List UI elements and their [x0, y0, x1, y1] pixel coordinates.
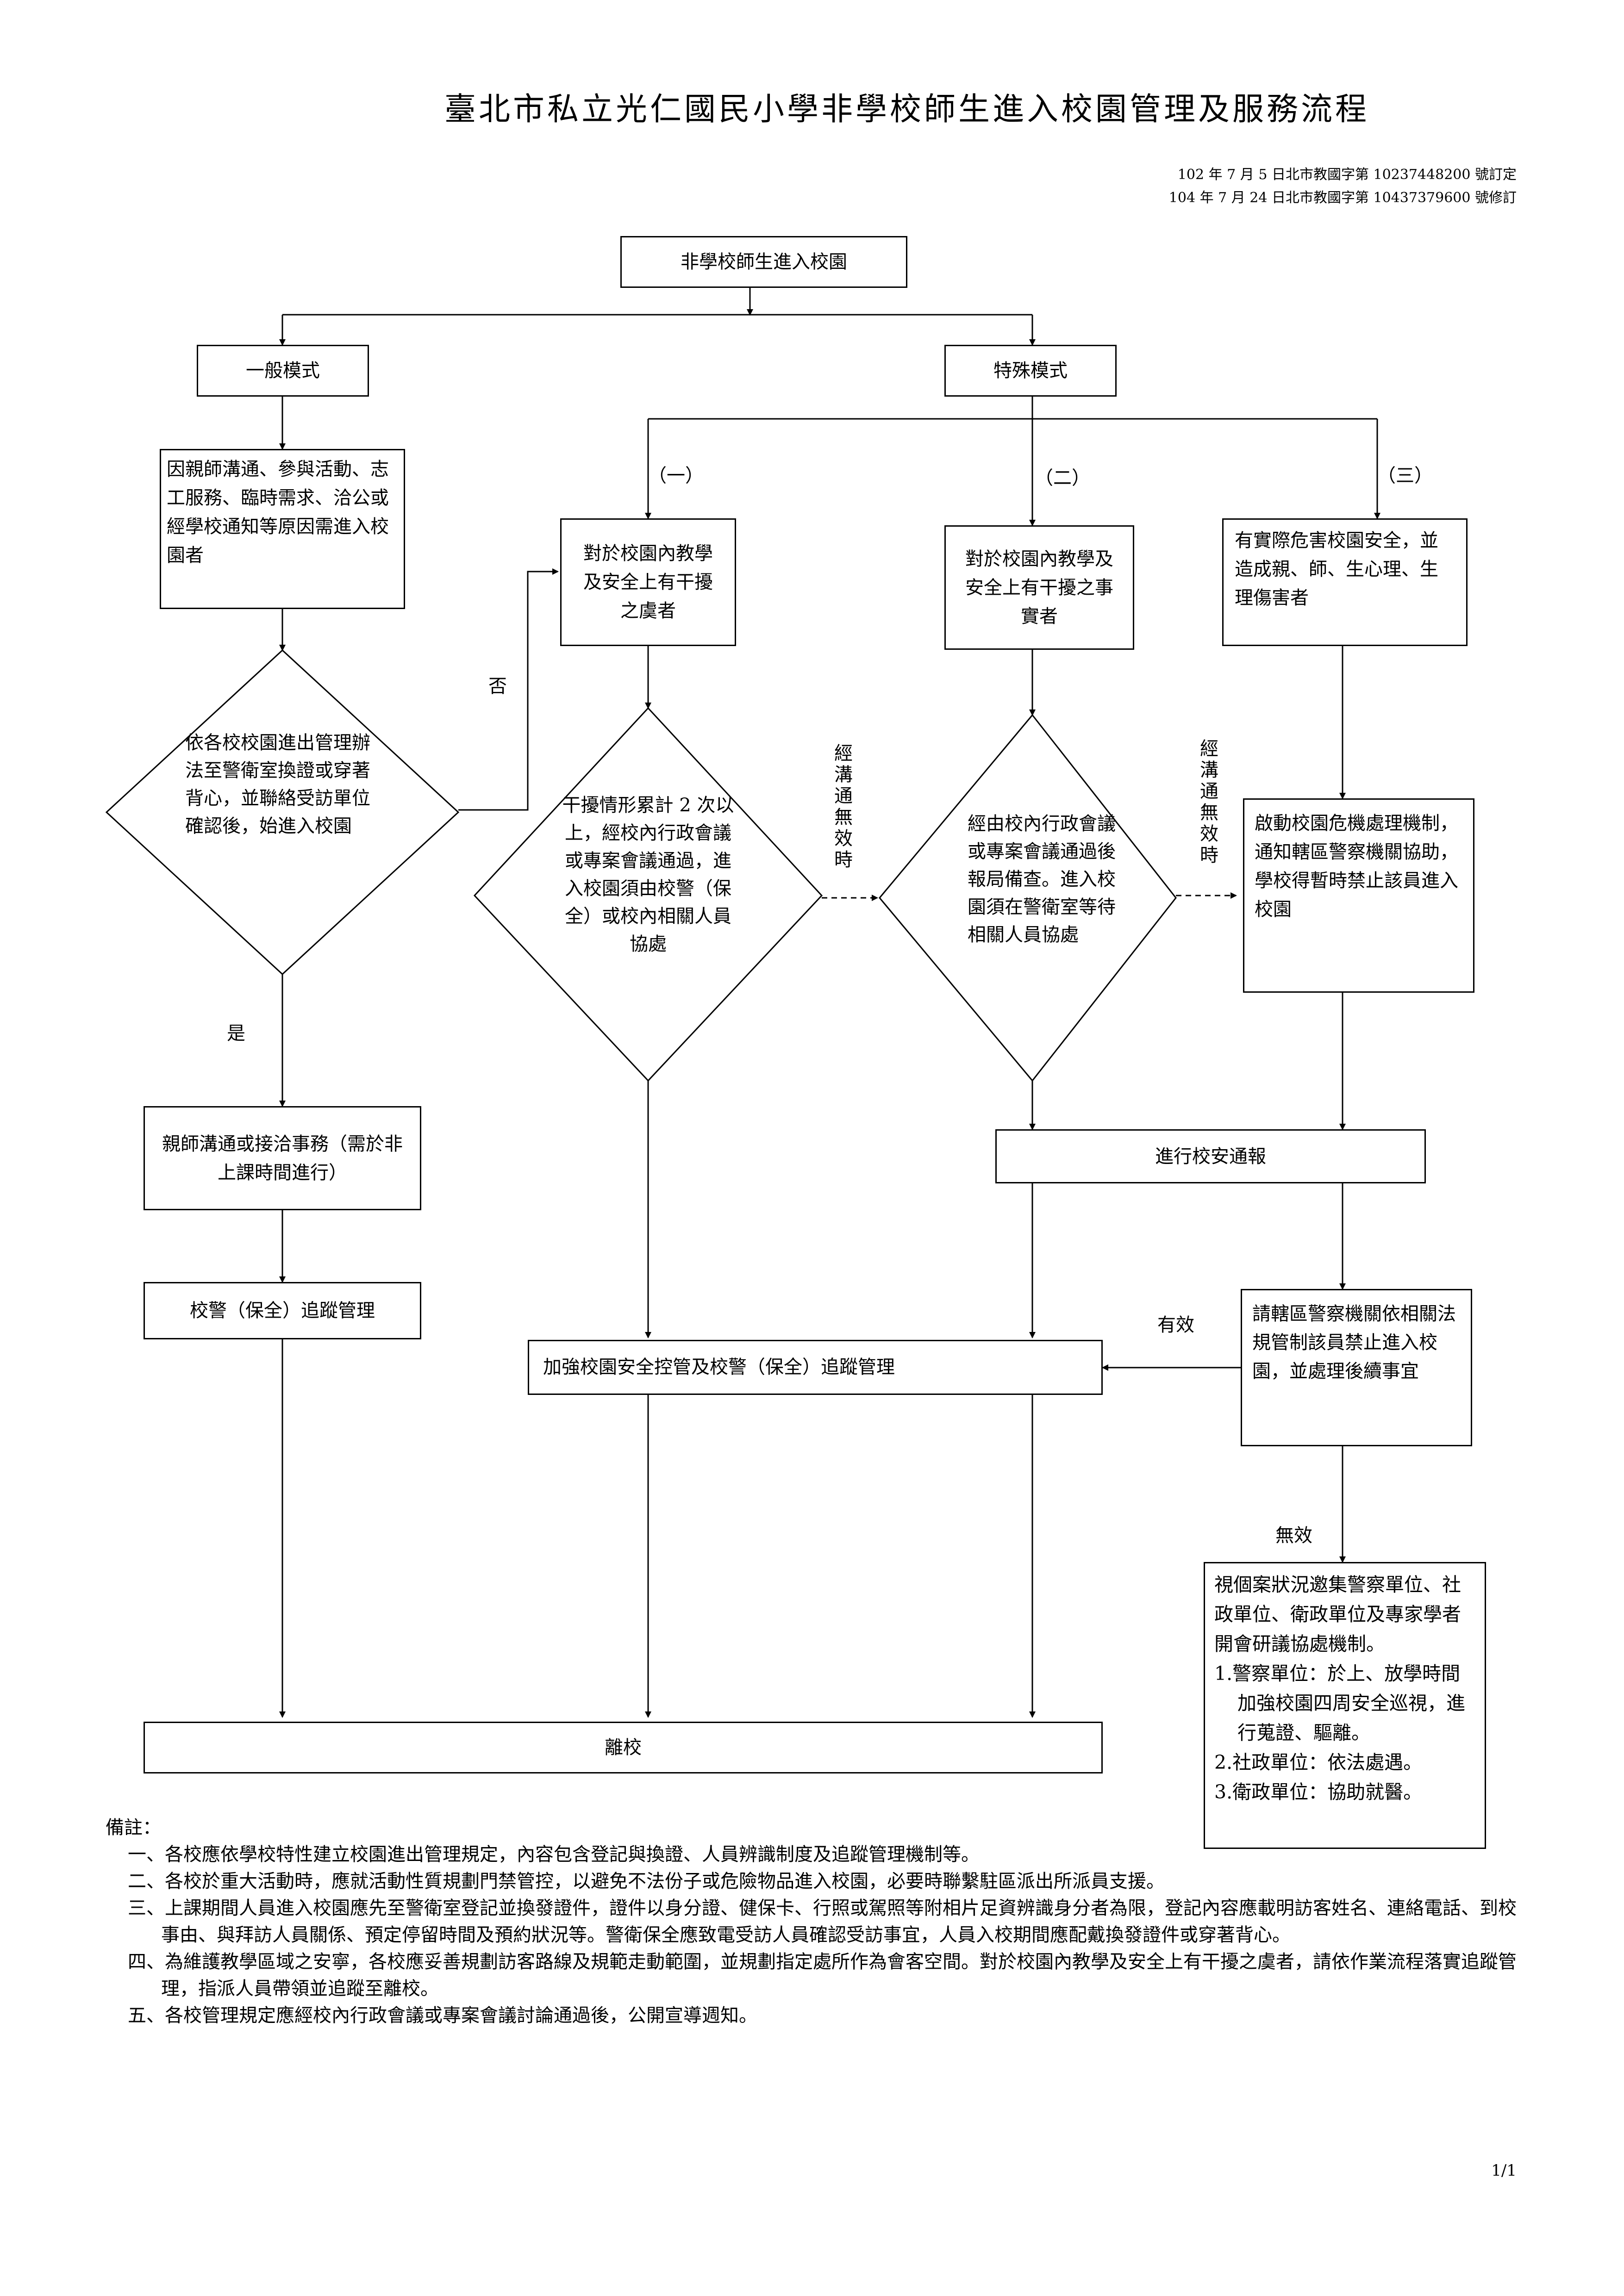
decision-diamond-general [105, 649, 460, 976]
start-box: 非學校師生進入校園 [620, 236, 907, 288]
label-no: 否 [488, 676, 507, 697]
ineffective-label-2: 經溝通無效時 [1200, 738, 1218, 866]
decision-2-text: 經由校內行政會議或專案會議通過後報局備查。進入校園須在警衛室等待相關人員協處 [968, 813, 1116, 946]
branch-3-label: （三） [1377, 465, 1433, 486]
notes-heading: 備註： [106, 1817, 161, 1838]
note-item-1: 一、各校應依學校特性建立校園進出管理規定，內容包含登記與換證、人員辨識制度及追蹤… [128, 1844, 980, 1865]
report-box: 進行校安通報 [995, 1129, 1426, 1183]
decision-general-text: 依各校校園進出管理辦法至警衛室換證或穿著背心，並聯絡受訪單位確認後，始進入校園 [185, 732, 370, 837]
branch-2-label: （二） [1035, 467, 1090, 489]
label-effective: 有效 [1157, 1314, 1194, 1336]
note-item-3: 三、上課期間人員進入校園應先至警衛室登記並換發證件，證件以身分證、健保卡、行照或… [128, 1898, 1517, 1946]
case-meeting-intro: 視個案狀況邀集警察單位、社政單位、衛政單位及專家學者開會研議協處機制。 [1214, 1574, 1461, 1655]
note-item-4: 四、為維護教學區域之安寧，各校應妥善規劃訪客路線及規範走動範圍，並規劃指定處所作… [128, 1951, 1517, 1999]
meeting-box: 親師溝通或接洽事務（需於非上課時間進行） [144, 1106, 421, 1210]
decision-1-text: 干擾情形累計 2 次以上，經校內行政會議或專案會議通過，進入校園須由校警（保全）… [562, 795, 734, 955]
general-reason-box: 因親師溝通、參與活動、志工服務、臨時需求、洽公或經學校通知等原因需進入校園者 [160, 449, 405, 609]
case-meeting-item-social: 2.社政單位：依法處遇。 [1214, 1751, 1423, 1773]
case-3-box: 有實際危害校園安全，並造成親、師、生心理、生理傷害者 [1222, 518, 1468, 646]
case-2-box: 對於校園內教學及安全上有干擾之事實者 [944, 525, 1134, 650]
note-item-5: 五、各校管理規定應經校內行政會議或專案會議討論通過後，公開宣導週知。 [128, 2005, 757, 2026]
branch-1-label: （一） [648, 465, 704, 486]
label-yes: 是 [227, 1023, 245, 1044]
strengthen-box: 加強校園安全控管及校警（保全）追蹤管理 [528, 1340, 1103, 1395]
police-request-box: 請轄區警察機關依相關法規管制該員禁止進入校園，並處理後續事宜 [1241, 1289, 1472, 1446]
case-meeting-item-police: 1.警察單位：於上、放學時間加強校園四周安全巡視，進行蒐證、驅離。 [1214, 1662, 1465, 1744]
decision-diamond-2 [879, 714, 1177, 1082]
emergency-box: 啟動校園危機處理機制，通知轄區警察機關協助，學校得暫時禁止該員進入校園 [1243, 798, 1474, 993]
decision-diamond-1 [473, 707, 823, 1082]
page-title: 臺北市私立光仁國民小學非學校師生進入校園管理及服務流程 [444, 91, 1369, 128]
leave-box: 離校 [144, 1722, 1103, 1773]
reference-line-1: 102 年 7 月 5 日北市教國字第 10237448200 號訂定 [1177, 167, 1517, 183]
page-number: 1/1 [1491, 2161, 1517, 2180]
notes-section: 備註： 一、各校應依學校特性建立校園進出管理規定，內容包含登記與換證、人員辨識制… [106, 1814, 1531, 2029]
school-police-box: 校警（保全）追蹤管理 [144, 1282, 421, 1339]
case-meeting-item-health: 3.衛政單位：協助就醫。 [1214, 1781, 1423, 1803]
note-item-2: 二、各校於重大活動時，應就活動性質規劃門禁管控，以避免不法份子或危險物品進入校園… [128, 1871, 1165, 1892]
special-mode-box: 特殊模式 [944, 345, 1117, 397]
case-meeting-box: 視個案狀況邀集警察單位、社政單位、衛政單位及專家學者開會研議協處機制。 1.警察… [1204, 1562, 1486, 1849]
case-1-box: 對於校園內教學及安全上有干擾之虞者 [560, 518, 736, 646]
ineffective-label-1: 經溝通無效時 [834, 743, 853, 871]
reference-line-2: 104 年 7 月 24 日北市教國字第 10437379600 號修訂 [1168, 190, 1517, 206]
general-mode-box: 一般模式 [197, 345, 369, 397]
label-ineffective: 無效 [1275, 1525, 1312, 1546]
